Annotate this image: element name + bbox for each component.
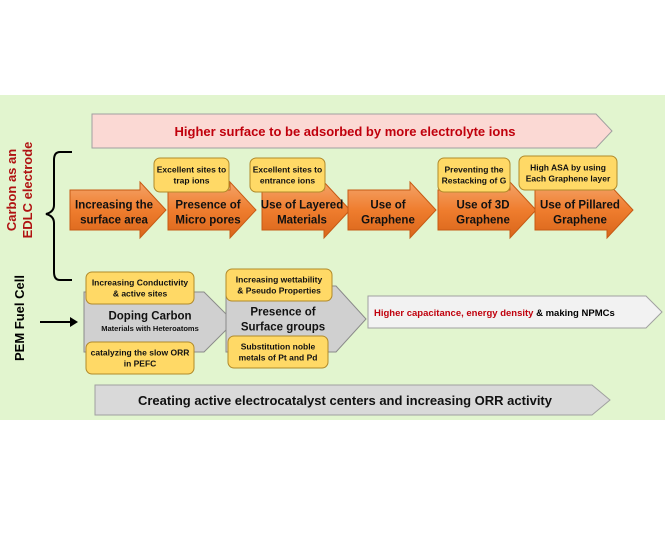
pem-note-2-text-line-2: in PEFC <box>124 358 157 368</box>
pem-arrow-1-label-line-1: Doping Carbon <box>108 311 191 323</box>
edlc-note-4-text-line-1: High ASA by using <box>530 162 606 172</box>
edlc-arrow-2 <box>167 180 257 240</box>
edlc-note-2-text-line-1: Excellent sites to <box>253 164 322 174</box>
pem-result-black: & making NPMCs <box>533 308 614 319</box>
pem-note-2 <box>85 341 195 375</box>
top-banner-arrow <box>91 113 613 149</box>
edlc-note-1 <box>153 157 230 193</box>
edlc-arrow-5-label-line-1: Use of 3D <box>456 200 509 212</box>
edlc-arrow-5 <box>437 180 537 240</box>
edlc-note-3-text-line-2: Restacking of G <box>442 175 507 185</box>
edlc-note-2-text-line-2: entrance ions <box>260 175 316 185</box>
edlc-arrow-row: Increasing the surface area Presence of Mic… <box>69 180 634 240</box>
pem-result-text: Higher capacitance, energy density & mak… <box>374 308 615 319</box>
edlc-note-4 <box>518 155 618 191</box>
edlc-note-3-text-line-1: Preventing the <box>444 164 503 174</box>
pem-arrow-2-label-line-2: Surface groups <box>241 322 325 334</box>
pem-note-4-text-line-2: metals of Pt and Pd <box>239 352 318 362</box>
pem-result-red: Higher capacitance, energy density <box>374 308 534 319</box>
edlc-arrow-1-label-line-2: surface area <box>80 215 148 227</box>
bottom-banner-arrow <box>94 384 611 416</box>
edlc-arrow-2-label-line-1: Presence of <box>175 200 240 212</box>
pem-label: PEM Fuel Cell <box>12 275 27 361</box>
edlc-arrow-2-label-line-2: Micro pores <box>175 215 240 227</box>
edlc-arrow-5-label-line-2: Graphene <box>456 215 510 227</box>
pem-note-1-text-line-2: & active sites <box>113 288 168 298</box>
pem-note-1 <box>85 271 195 305</box>
pem-arrow-2-label-line-1: Presence of <box>250 307 315 319</box>
edlc-label-line2: EDLC electrode <box>20 142 35 239</box>
pem-note-3 <box>225 268 333 302</box>
edlc-brace <box>45 151 72 281</box>
edlc-label-line1: Carbon as an <box>4 149 19 231</box>
edlc-arrow-4 <box>347 180 437 240</box>
pem-note-1-text-line-1: Increasing Conductivity <box>92 277 189 287</box>
edlc-arrow-1-label-line-1: Increasing the <box>75 200 153 212</box>
top-banner-text: Higher surface to be adsorbed by more el… <box>175 124 516 139</box>
pem-note-2-text-line-1: catalyzing the slow ORR <box>91 347 190 357</box>
edlc-arrow-6-label-line-1: Use of Pillared <box>540 200 620 212</box>
pem-note-3-text-line-1: Increasing wettability <box>236 274 323 284</box>
pem-note-3-text-line-2: & Pseudo Properties <box>237 285 321 295</box>
pem-pointer-arrowhead <box>70 317 78 327</box>
pem-result-arrow <box>367 295 663 329</box>
edlc-note-4-text-line-2: Each Graphene layer <box>526 173 611 183</box>
edlc-note-2 <box>249 157 326 193</box>
bottom-banner-text: Creating active electrocatalyst centers … <box>138 393 553 408</box>
pem-note-row: Increasing Conductivity& active sites cat… <box>85 268 333 375</box>
edlc-arrow-6-label-line-2: Graphene <box>553 215 607 227</box>
edlc-note-1-text-line-2: trap ions <box>174 175 210 185</box>
edlc-note-3 <box>437 157 511 193</box>
pem-note-4-text-line-1: Substitution noble <box>241 341 316 351</box>
edlc-arrow-3-label-line-2: Materials <box>277 215 327 227</box>
edlc-note-1-text-line-1: Excellent sites to <box>157 164 226 174</box>
edlc-arrow-4-label-line-2: Graphene <box>361 215 415 227</box>
pem-arrow-1-label-line-2: Materials with Heteroatoms <box>101 324 199 333</box>
pem-note-4 <box>227 335 329 369</box>
edlc-arrow-3-label-line-1: Use of Layered <box>261 200 343 212</box>
edlc-arrow-4-label-line-1: Use of <box>370 200 405 212</box>
edlc-arrow-1 <box>69 180 167 240</box>
